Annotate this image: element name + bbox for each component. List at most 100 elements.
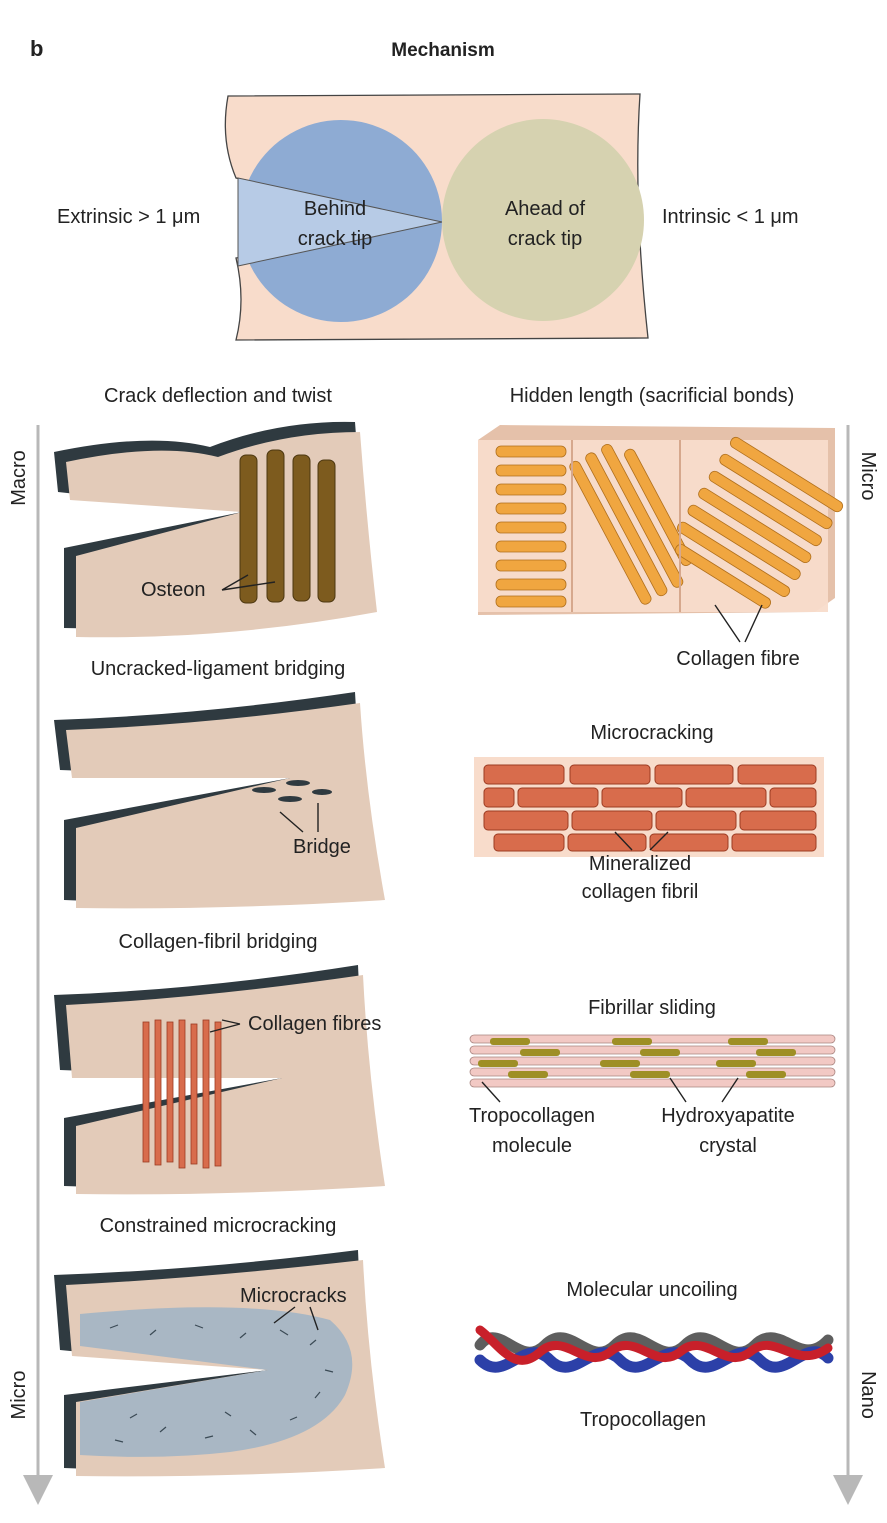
- ligament-bridging-panel: Uncracked-ligament bridging Bridge: [54, 658, 385, 909]
- molecular-uncoiling-panel: Molecular uncoiling Tropocollagen: [474, 1279, 834, 1431]
- microcracks-leader: [273, 1306, 319, 1331]
- collagen-fibre: [729, 436, 844, 513]
- collagen-fibre-leader: [714, 604, 763, 643]
- mineralized-fibril: [649, 833, 729, 852]
- fibrillar-sliding-panel: Fibrillar sliding Tropocollagen molecule…: [469, 997, 836, 1157]
- ahead-crack-tip-zone: [442, 119, 644, 321]
- hydroxyapatite-crystal: [508, 1071, 548, 1078]
- crystal-group: [478, 1038, 796, 1078]
- figure-title: Mechanism: [391, 40, 494, 61]
- bridge-segment: [286, 780, 310, 786]
- behind-label-1: Behind: [304, 198, 366, 220]
- collagen-fibre: [624, 448, 693, 567]
- mineralized-fibril: [569, 764, 651, 785]
- crack-tip-schematic: Extrinsic > 1 μm Intrinsic < 1 μm Behind…: [57, 93, 799, 341]
- fibril-bridging-title: Collagen-fibril bridging: [119, 931, 318, 953]
- microcrack: [289, 1416, 298, 1421]
- mineralized-leader: [614, 831, 669, 851]
- hydroxyapatite-crystal: [478, 1060, 518, 1067]
- osteon: [317, 459, 336, 603]
- crack-deflection-title: Crack deflection and twist: [104, 385, 332, 407]
- mineralized-label-2: collagen fibril: [582, 881, 699, 903]
- collagen-fibre: [495, 502, 567, 515]
- crack-wedge: [237, 177, 443, 267]
- mineralized-fibril: [654, 764, 734, 785]
- tropocollagen-label-2: molecule: [492, 1135, 572, 1157]
- mineralized-fibril: [493, 833, 565, 852]
- fibril-bridging-panel: Collagen-fibril bridging Collagen fibres: [54, 931, 385, 1195]
- microcrack: [194, 1324, 204, 1329]
- mineralized-fibril: [517, 787, 599, 808]
- bone-specimen: [66, 703, 385, 909]
- tropocollagen-label-1: Tropocollagen: [469, 1105, 595, 1127]
- mineralized-fibril: [601, 787, 683, 808]
- hydroxyapatite-crystal: [746, 1071, 786, 1078]
- bridge-segment: [278, 796, 302, 802]
- crack-deflection-panel: Crack deflection and twist Osteon: [54, 385, 377, 638]
- collagen-fibre: [495, 521, 567, 534]
- behind-label-2: crack tip: [298, 228, 372, 250]
- collagen-fibre: [585, 452, 668, 597]
- hydroxyapatite-crystal: [640, 1049, 680, 1056]
- mineralized-fibril: [571, 810, 653, 831]
- mineralized-fibril: [655, 810, 737, 831]
- fibrillar-sliding-title: Fibrillar sliding: [588, 997, 716, 1019]
- osteon: [239, 454, 258, 604]
- tropocollagen-molecule: [469, 1078, 836, 1088]
- microcrack: [309, 1339, 317, 1346]
- collagen-fibre: [687, 504, 801, 581]
- bridge-segment: [312, 789, 332, 795]
- triple-helix: [474, 1325, 834, 1373]
- collagen-fibre: [142, 1021, 150, 1163]
- microcracks-label: Microcracks: [240, 1285, 347, 1307]
- left-axis-top-label: Macro: [8, 450, 30, 506]
- collagen-fibre: [202, 1019, 210, 1169]
- mineralized-label-1: Mineralized: [589, 853, 691, 875]
- scale-axes: Macro Micro Micro Nano: [8, 425, 879, 1505]
- hydroxyapatite-crystal: [490, 1038, 530, 1045]
- mineralized-fibril: [685, 787, 767, 808]
- microcrack: [129, 1413, 138, 1419]
- microcrack: [114, 1439, 124, 1443]
- hidden-length-title: Hidden length (sacrificial bonds): [510, 385, 795, 407]
- osteon-label: Osteon: [141, 579, 205, 601]
- bone-specimen: [66, 975, 385, 1195]
- collagen-fibre: [495, 595, 567, 608]
- microcracking-panel: Microcracking Mineralized collagen fibri…: [474, 722, 824, 903]
- constrained-microcracking-title: Constrained microcracking: [100, 1215, 337, 1237]
- intrinsic-label: Intrinsic < 1 μm: [662, 206, 799, 228]
- hydroxyapatite-crystal: [612, 1038, 652, 1045]
- collagen-fibre: [708, 470, 822, 547]
- collagen-fibre: [214, 1021, 222, 1167]
- tropocollagen-molecule: [469, 1056, 836, 1066]
- tropocollagen-leader: [481, 1081, 501, 1103]
- microcrack: [249, 1429, 257, 1436]
- collagen-fibre: [495, 578, 567, 591]
- mineralized-fibril: [739, 810, 817, 831]
- collagen-fibre: [495, 445, 567, 458]
- microcrack: [324, 1369, 334, 1373]
- microcrack: [239, 1332, 247, 1339]
- collagen-fibre: [719, 453, 833, 530]
- mineralized-fibril: [769, 787, 817, 808]
- mineralized-fibril: [483, 787, 515, 808]
- right-axis-bottom-label: Nano: [857, 1371, 879, 1419]
- hydroxyapatite-crystal: [716, 1060, 756, 1067]
- tropocollagen-helix-label: Tropocollagen: [580, 1409, 706, 1431]
- collagen-fibre: [698, 487, 812, 564]
- microcrack: [149, 1329, 157, 1336]
- collagen-fibre: [495, 464, 567, 477]
- collagen-fibre: [676, 521, 791, 597]
- microcrack: [224, 1411, 232, 1417]
- hydroxyapatite-label-1: Hydroxyapatite: [661, 1105, 794, 1127]
- microcracking-title: Microcracking: [590, 722, 713, 744]
- ahead-label-1: Ahead of: [505, 198, 586, 220]
- mineralized-fibril: [483, 764, 565, 785]
- hidden-length-panel: Hidden length (sacrificial bonds): [478, 385, 844, 670]
- hydroxyapatite-crystal: [728, 1038, 768, 1045]
- process-zone: [80, 1307, 353, 1457]
- collagen-fibre: [495, 540, 567, 553]
- osteon: [292, 454, 311, 602]
- collagen-fibre-group: [495, 436, 844, 609]
